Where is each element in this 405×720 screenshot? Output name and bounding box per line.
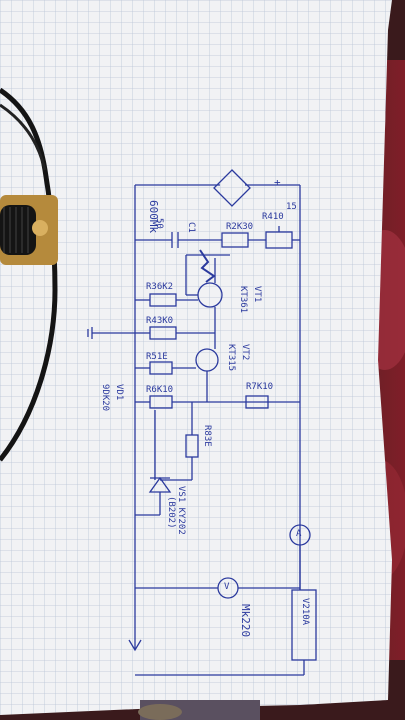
label-r5: R51E	[146, 352, 168, 362]
ink-scribble	[199, 249, 216, 283]
label-vs1-sub: (B202)	[166, 496, 176, 529]
label-c1-name: C1	[186, 222, 196, 233]
label-r7: R7K10	[246, 382, 274, 392]
label-vd1-type: 9DK20	[100, 384, 110, 412]
label-psu: V210A	[300, 598, 310, 626]
potentiometer-nut	[32, 220, 48, 236]
label-r4: R410	[262, 212, 284, 222]
label-vt2: VT2	[240, 344, 250, 361]
label-vt2-type: KT315	[226, 344, 236, 372]
label-ammeter: A	[296, 529, 302, 539]
label-r6: R6K10	[146, 385, 174, 395]
label-r2: R2K30	[226, 222, 254, 232]
label-vt1-type: KT361	[238, 286, 248, 314]
label-r4-val: 15	[286, 202, 297, 212]
label-plus: +	[274, 176, 281, 189]
schematic-wiring	[87, 169, 317, 676]
label-vs1: VS1 KY202	[176, 486, 186, 535]
label-r3: R36K2	[146, 282, 174, 292]
knob-ridges	[3, 207, 29, 253]
label-c1-extra: 600Mk	[147, 200, 160, 234]
label-r8: R83E	[202, 425, 212, 447]
label-vt1: VT1	[252, 286, 262, 303]
label-load: Mk220	[239, 604, 252, 638]
black-cable-2	[0, 103, 47, 171]
label-r4b: R43K0	[146, 316, 174, 326]
label-voltmeter: V	[224, 582, 230, 592]
potentiometer-shaft	[0, 205, 36, 255]
bottom-item	[138, 704, 182, 720]
label-vd1: VD1	[114, 384, 124, 401]
